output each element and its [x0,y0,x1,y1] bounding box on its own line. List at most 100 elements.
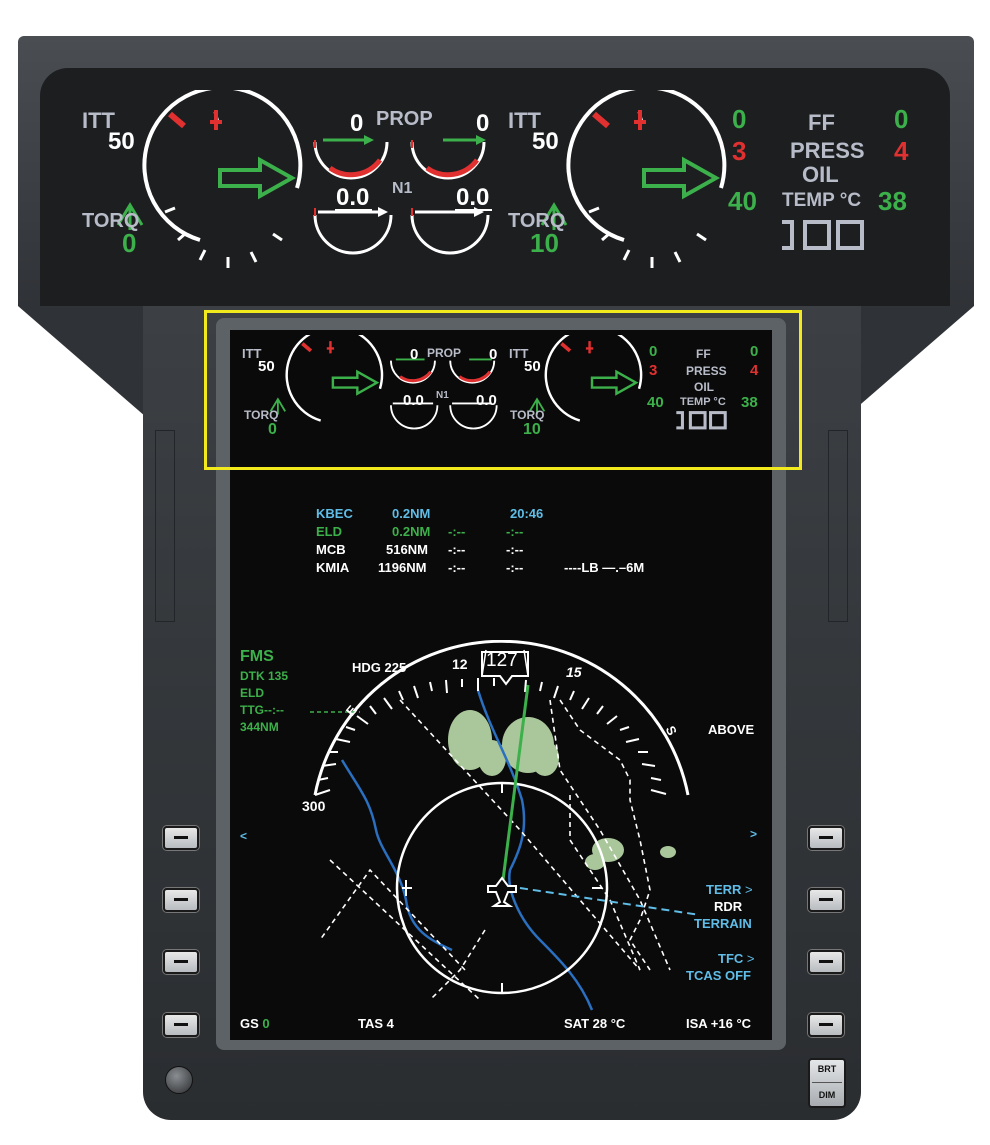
itt-label-right: ITT [508,108,541,133]
mfd-screen [230,330,772,1040]
fms-dtk: DTK 135 [240,669,289,683]
fp-row-4-t2: -:-- [506,560,524,575]
ff-value-left: 0 [732,104,747,134]
small-n1-label: N1 [436,390,449,401]
terr-softkey-label[interactable]: TERR > [706,882,753,897]
fms-ttg: TTG--:-- [240,703,284,717]
small-temp-label: TEMP °C [680,396,726,408]
small-press-value-left: 3 [649,362,658,379]
fp-row-4-id[interactable]: KMIA [316,560,350,575]
press-value-right: 4 [894,136,909,166]
small-itt-label-left: ITT [242,346,262,361]
fp-row-1-id[interactable]: KBEC [316,506,353,521]
left-page-arrow[interactable]: < [240,829,248,843]
n1-gauge-right [410,207,490,255]
press-label: PRESS [790,138,865,163]
torq-value-right: 10 [530,228,559,258]
terrain-label: TERRAIN [694,916,752,931]
unit-rail-right [828,430,848,622]
dim-label: DIM [818,1090,836,1100]
itt-value-left: 50 [108,128,135,155]
small-n1-value-left: 0.0 [403,392,424,409]
right-softkey-3[interactable] [808,950,844,974]
bezel-right-cover [824,306,974,436]
n1-label: N1 [392,180,413,197]
weather-returns [448,710,676,870]
brightness-rocker[interactable]: BRT DIM [808,1058,846,1108]
fp-row-4-t1: -:-- [448,560,466,575]
temp-value-left: 40 [728,186,757,216]
heading-bug-label: HDG 225 [352,660,407,675]
oil-block-icon [782,220,864,250]
course-line [501,684,530,881]
fp-row-4-fuel: ----LB —.–6M [564,560,645,575]
true-airspeed: TAS 4 [358,1016,394,1031]
itt-torq-gauge-right [540,90,727,268]
small-n1-value-right: 0.0 [476,392,497,409]
itt-value-right: 50 [532,128,559,155]
torq-label-left: TORQ [82,210,140,232]
fp-row-3-id[interactable]: MCB [316,542,346,557]
compass-tick-300: 300 [302,798,326,814]
small-torq-label-left: TORQ [244,408,279,422]
engine-strip-highlight [204,310,802,470]
tfc-softkey-label[interactable]: TFC > [718,951,755,966]
press-value-left: 3 [732,136,747,166]
small-oil-label: OIL [694,380,714,394]
n1-value-right: 0.0 [456,184,490,211]
fms-title: FMS [240,648,274,665]
unit-rail-left [155,430,175,622]
compass-tick-15: 15 [566,664,582,680]
prop-value-left: 0 [350,110,364,137]
small-ff-value-right: 0 [750,343,759,360]
prop-label: PROP [376,108,433,130]
above-mode: ABOVE [708,722,755,737]
ground-speed: GS 0 [240,1016,270,1031]
small-torq-label-right: TORQ [510,408,545,422]
right-softkey-2[interactable] [808,888,844,912]
small-itt-value-left: 50 [258,358,275,375]
small-prop-value-left: 0 [410,346,419,363]
left-softkey-3[interactable] [163,950,199,974]
n1-gauge-left [313,207,393,255]
fp-row-2-t2: -:-- [506,524,524,539]
ff-label: FF [808,110,835,135]
engine-display-screen [40,68,950,306]
right-page-arrow[interactable]: > [750,827,758,841]
fms-waypoint: ELD [240,686,264,700]
prop-gauge-left [313,135,389,180]
temp-value-right: 38 [878,186,907,216]
control-knob[interactable] [165,1066,193,1094]
right-softkey-1[interactable] [808,826,844,850]
fp-row-3-dist: 516NM [386,542,428,557]
torq-value-left: 0 [122,228,137,258]
small-ff-label: FF [696,347,711,361]
static-air-temp: SAT 28 °C [564,1016,626,1031]
fp-row-3-t1: -:-- [448,542,466,557]
left-softkey-1[interactable] [163,826,199,850]
n1-value-left: 0.0 [336,184,370,211]
brt-label: BRT [817,1064,837,1074]
aircraft-icon [487,876,517,907]
itt-torq-gauge-left [116,90,303,268]
small-prop-value-right: 0 [489,346,498,363]
fp-row-2-t1: -:-- [448,524,466,539]
left-softkey-4[interactable] [163,1013,199,1037]
torq-label-right: TORQ [508,210,566,232]
terrain-line [519,887,701,916]
fp-row-2-id[interactable]: ELD [316,524,342,539]
fp-row-3-t2: -:-- [506,542,524,557]
small-temp-value-left: 40 [647,394,664,411]
right-softkey-4[interactable] [808,1013,844,1037]
fp-row-4-dist: 1196NM [378,560,427,575]
compass-rose [313,640,690,796]
small-press-value-right: 4 [750,362,759,379]
bezel-left-cover [18,306,168,436]
rivers [340,689,594,1011]
fp-row-1-dist: 0.2NM [392,506,431,521]
small-prop-label: PROP [427,346,462,360]
fp-row-2-dist: 0.2NM [392,524,431,539]
current-heading: 127 [486,650,518,671]
left-softkey-2[interactable] [163,888,199,912]
small-torq-value-right: 10 [523,421,541,438]
